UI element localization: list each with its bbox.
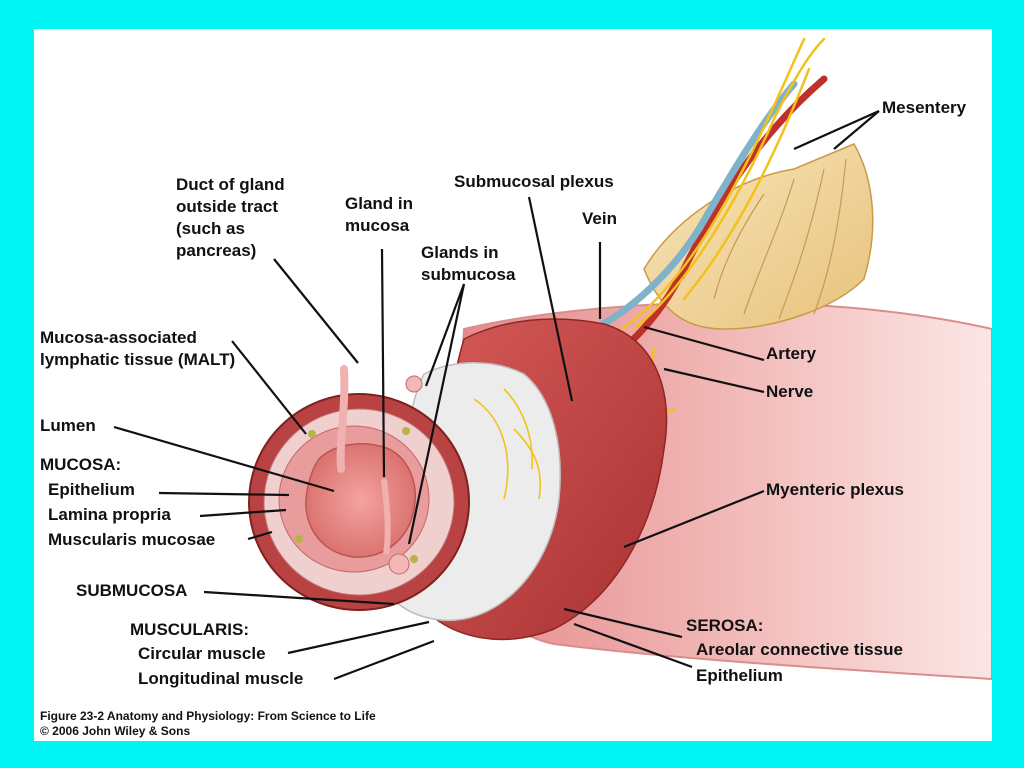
label-lamina-propria: Lamina propria <box>48 505 171 524</box>
label-submucosal-plexus: Submucosal plexus <box>454 172 614 191</box>
label-duct: Duct of gland outside tract (such as pan… <box>176 175 285 260</box>
label-nerve: Nerve <box>766 382 814 401</box>
lumen-space <box>305 443 416 558</box>
submucosal-gland <box>388 553 410 575</box>
label-longitudinal-muscle: Longitudinal muscle <box>138 669 304 688</box>
label-mucosa-header: MUCOSA: <box>40 455 122 474</box>
label-malt: Mucosa-associated lymphatic tissue (MALT… <box>40 328 236 369</box>
figure-panel: Duct of gland outside tract (such as pan… <box>34 29 992 741</box>
pointer-lines <box>113 109 880 681</box>
figure-caption-line1: Figure 23-2 Anatomy and Physiology: From… <box>40 709 376 723</box>
mesentery-sheet <box>643 143 874 330</box>
label-muscularis-header: MUSCULARIS: <box>130 620 249 639</box>
label-gland-mucosa: Gland in mucosa <box>345 194 413 235</box>
duct-tube <box>336 365 349 473</box>
label-mesentery: Mesentery <box>882 98 967 117</box>
label-submucosa: SUBMUCOSA <box>76 581 188 600</box>
label-serosa-header: SEROSA: <box>686 616 764 635</box>
gland-tube <box>381 478 391 555</box>
label-glands-submucosa: Glands in submucosa <box>421 243 516 284</box>
label-lumen: Lumen <box>40 416 96 435</box>
label-vein: Vein <box>582 209 617 228</box>
label-areolar: Areolar connective tissue <box>696 640 903 659</box>
label-epithelium: Epithelium <box>48 480 135 499</box>
label-myenteric-plexus: Myenteric plexus <box>766 480 904 499</box>
gi-tract-illustration <box>113 37 992 681</box>
submucosa-plexus-web <box>473 388 542 500</box>
label-circular-muscle: Circular muscle <box>138 644 266 663</box>
label-muscularis-mucosae: Muscularis mucosae <box>48 530 216 549</box>
label-serosa-epithelium: Epithelium <box>696 666 783 685</box>
malt-spots <box>295 427 418 563</box>
submucosal-gland-top <box>405 375 423 393</box>
label-artery: Artery <box>766 344 817 363</box>
figure-caption-line2: © 2006 John Wiley & Sons <box>40 724 191 738</box>
